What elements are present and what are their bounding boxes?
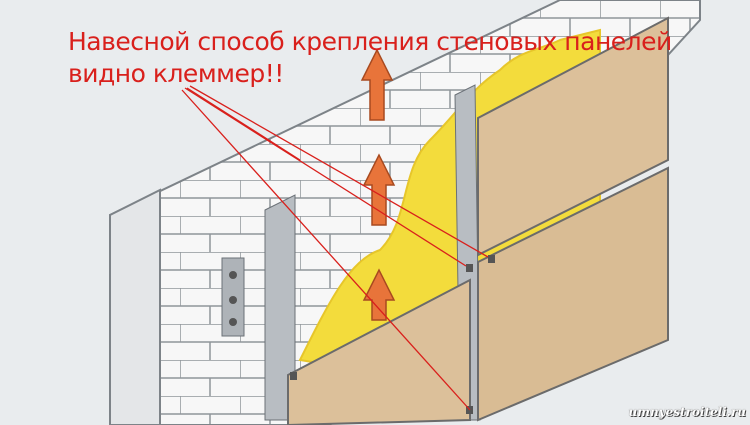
watermark: umnyestroiteli.ru xyxy=(628,405,746,419)
pointer-lines xyxy=(181,85,489,411)
wall-panels xyxy=(287,16,669,425)
caption-line-1: Навесной способ крепления стеновых панел… xyxy=(68,27,672,56)
caption: Навесной способ крепления стеновых панел… xyxy=(68,26,672,90)
caption-line-2: видно клеммер!! xyxy=(68,59,284,88)
